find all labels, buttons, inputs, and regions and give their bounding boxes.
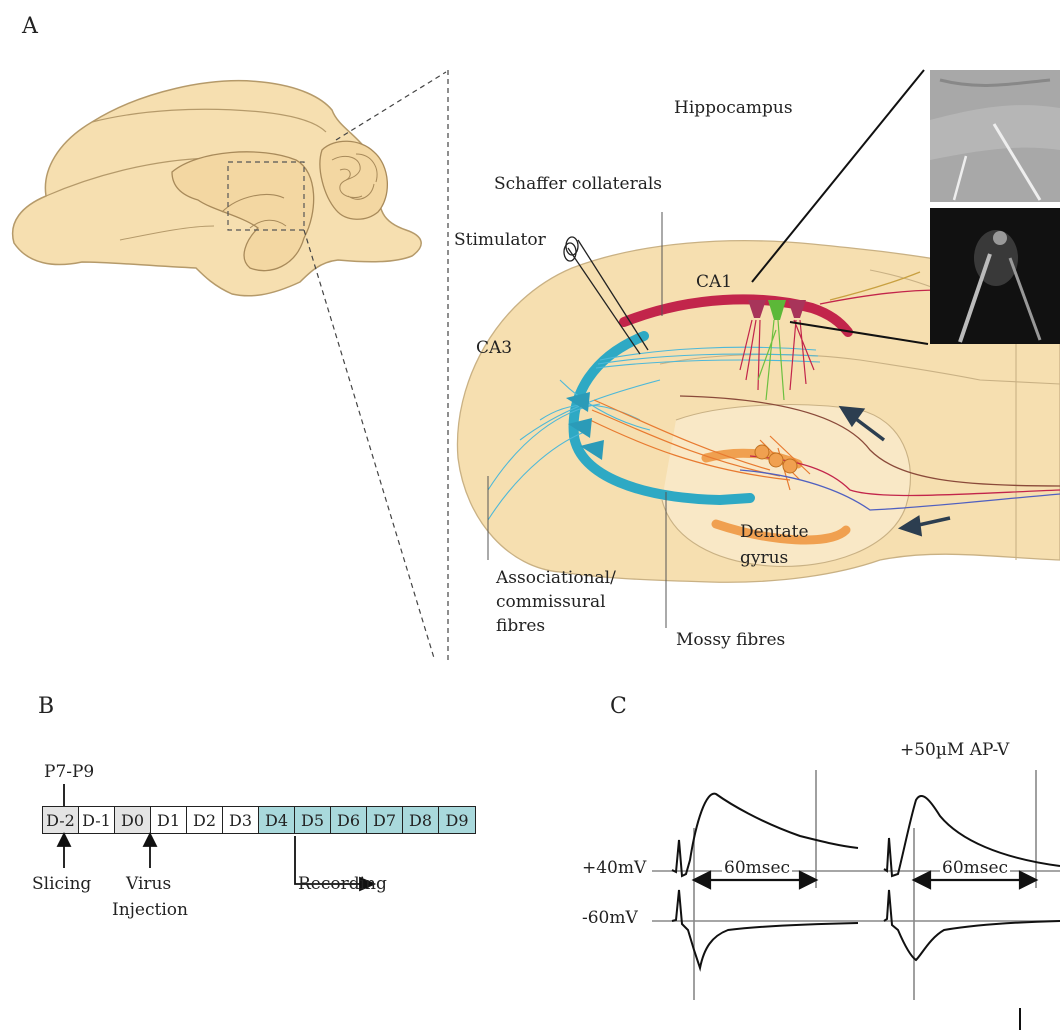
trace-left-neg (672, 890, 858, 968)
day-cell: D6 (331, 807, 367, 833)
day-cell: D9 (439, 807, 475, 833)
ca3-label: CA3 (476, 340, 512, 357)
assoc-label-line2: commissural (496, 594, 606, 611)
day-cell: D4 (259, 807, 295, 833)
day-cell: D0 (115, 807, 151, 833)
recording-label: Recording (298, 876, 387, 893)
virus-label-line2: Injection (112, 902, 188, 919)
ca1-neurons (748, 300, 806, 320)
day-cell: D5 (295, 807, 331, 833)
day-cell: D7 (367, 807, 403, 833)
age-label: P7-P9 (44, 764, 94, 781)
apv-label: +50µM AP-V (900, 742, 1009, 759)
mossy-fibres-label: Mossy fibres (676, 632, 785, 649)
virus-label-line1: Virus (126, 876, 171, 893)
brain-illustration (13, 81, 422, 296)
day-cell: D-1 (79, 807, 115, 833)
day-cell: D1 (151, 807, 187, 833)
panel-label-b: B (38, 694, 54, 719)
holding-potential-pos: +40mV (582, 860, 646, 877)
schaffer-collaterals-label: Schaffer collaterals (494, 176, 662, 193)
dentate-label-line2: gyrus (740, 550, 788, 567)
dentate-label-line1: Dentate (740, 524, 809, 541)
slicing-label: Slicing (32, 876, 91, 893)
ca1-label: CA1 (696, 274, 732, 291)
interval-label-right: 60msec (940, 860, 1010, 877)
day-cell: D8 (403, 807, 439, 833)
panel-label-c: C (610, 694, 627, 719)
trace-right-neg (884, 890, 1060, 960)
interval-label-left: 60msec (722, 860, 792, 877)
holding-potential-neg: -60mV (582, 910, 638, 927)
day-cell: D3 (223, 807, 259, 833)
assoc-label-line3: fibres (496, 618, 545, 635)
microscope-images (930, 70, 1060, 344)
assoc-label-line1: Associational/ (496, 570, 616, 587)
stimulator-label: Stimulator (454, 232, 546, 249)
timeline: D-2 D-1 D0 D1 D2 D3 D4 D5 D6 D7 D8 D9 (42, 806, 476, 834)
day-cell: D2 (187, 807, 223, 833)
hippocampus-label: Hippocampus (674, 100, 793, 117)
day-cell: D-2 (43, 807, 79, 833)
